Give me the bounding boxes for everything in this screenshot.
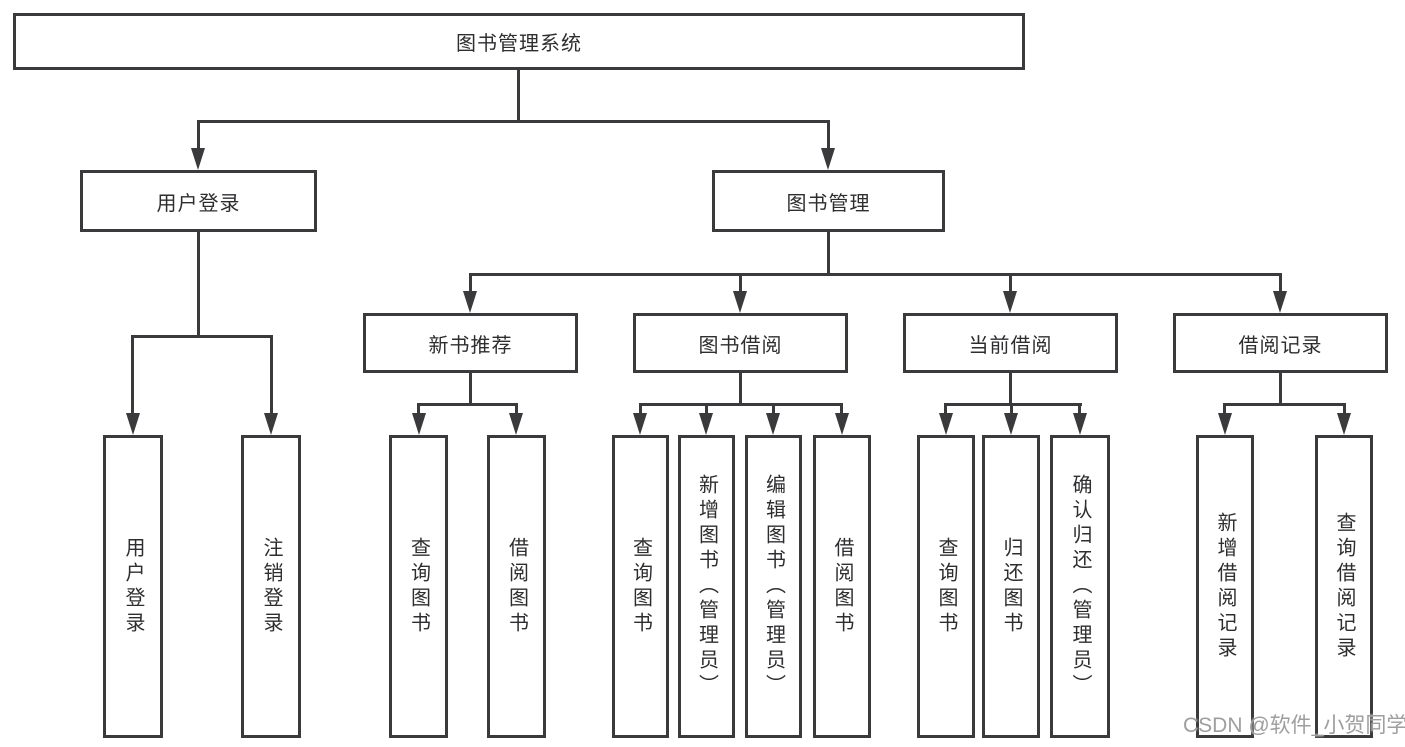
leaf-user-login: 用户登录 xyxy=(103,435,163,738)
connector-drop xyxy=(1223,403,1226,415)
node-label: 用户登录 xyxy=(122,536,144,637)
connector-root-trunk xyxy=(517,70,520,120)
arrow-leaf-add-book-admin xyxy=(699,413,713,435)
node-label: 借阅图书 xyxy=(505,536,528,637)
connector-recommend-trunk xyxy=(469,373,472,403)
arrow-leaf-borrow-books-recommend xyxy=(509,413,523,435)
connector-drop-new-book xyxy=(469,273,472,293)
node-book-management: 图书管理 xyxy=(712,170,945,232)
arrow-leaf-query-books-borrowing xyxy=(633,413,647,435)
connector-user-login-bar xyxy=(131,335,273,338)
node-label: 查询图书 xyxy=(935,536,957,637)
connector-drop xyxy=(944,403,947,415)
connector-drop xyxy=(515,403,518,415)
connector-recommend-bar xyxy=(417,403,518,406)
node-book-borrowing: 图书借阅 xyxy=(633,313,848,373)
leaf-borrow-books-recommend: 借阅图书 xyxy=(487,435,546,738)
node-label: 用户登录 xyxy=(156,192,241,215)
leaf-add-borrow-record: 新增借阅记录 xyxy=(1196,435,1254,738)
csdn-watermark: CSDN @软件_小贺同学 xyxy=(1183,714,1405,737)
connector-drop-borrowing-records xyxy=(1279,273,1282,293)
connector-drop xyxy=(1343,403,1346,415)
node-label: 编辑图书（管理员） xyxy=(762,474,785,699)
connector-drop-user-login xyxy=(197,120,200,150)
node-label: 查询图书 xyxy=(629,536,652,637)
leaf-logout: 注销登录 xyxy=(241,435,301,738)
connector-book-mgmt-trunk xyxy=(827,232,830,273)
connector-drop xyxy=(639,403,642,415)
connector-user-login-trunk xyxy=(197,232,200,335)
node-label: 图书借阅 xyxy=(698,334,783,357)
connector-drop-book-management xyxy=(827,120,830,150)
node-library-management-system: 图书管理系统 xyxy=(13,13,1025,70)
connector-drop xyxy=(417,403,420,415)
node-label: 查询借阅记录 xyxy=(1333,511,1355,662)
node-label: 图书管理 xyxy=(786,192,871,215)
node-label: 当前借阅 xyxy=(968,334,1053,357)
connector-drop-leaf-logout xyxy=(270,335,273,415)
arrow-leaf-confirm-return-admin xyxy=(1073,413,1087,435)
leaf-confirm-return-admin: 确认归还（管理员） xyxy=(1050,435,1110,738)
node-label: 借阅记录 xyxy=(1238,334,1323,357)
node-new-book-recommend: 新书推荐 xyxy=(363,313,578,373)
connector-records-trunk xyxy=(1279,373,1282,403)
connector-records-bar xyxy=(1223,403,1346,406)
connector-current-bar xyxy=(944,403,1082,406)
leaf-add-book-admin: 新增图书（管理员） xyxy=(678,435,735,738)
arrow-leaf-query-books-recommend xyxy=(412,413,426,435)
arrow-leaf-query-borrow-record xyxy=(1337,413,1351,435)
node-user-login: 用户登录 xyxy=(80,170,317,232)
arrow-book-management xyxy=(821,148,835,170)
arrow-leaf-user-login xyxy=(126,413,140,435)
connector-drop xyxy=(1078,403,1081,415)
node-label: 查询图书 xyxy=(407,536,430,637)
arrow-user-login xyxy=(191,148,205,170)
connector-book-mgmt-bar xyxy=(469,273,1282,276)
leaf-query-books-current: 查询图书 xyxy=(917,435,975,738)
arrow-leaf-return-books xyxy=(1004,413,1018,435)
connector-borrowing-bar xyxy=(639,403,843,406)
node-label: 新增借阅记录 xyxy=(1214,511,1236,662)
connector-drop xyxy=(772,403,775,415)
node-borrowing-records: 借阅记录 xyxy=(1173,313,1388,373)
node-label: 注销登录 xyxy=(260,536,282,637)
connector-drop-book-borrowing xyxy=(739,273,742,293)
connector-current-trunk xyxy=(1009,373,1012,403)
leaf-borrow-books: 借阅图书 xyxy=(813,435,871,738)
leaf-query-borrow-record: 查询借阅记录 xyxy=(1315,435,1373,738)
arrow-book-borrowing xyxy=(733,291,747,313)
node-label: 借阅图书 xyxy=(831,536,853,637)
connector-drop-leaf-user-login xyxy=(131,335,134,415)
node-label: 新增图书（管理员） xyxy=(695,474,718,699)
arrow-borrowing-records xyxy=(1273,291,1287,313)
connector-drop xyxy=(705,403,708,415)
arrow-leaf-query-books-current xyxy=(939,413,953,435)
arrow-leaf-edit-book-admin xyxy=(766,413,780,435)
connector-drop-current-borrowing xyxy=(1009,273,1012,293)
leaf-query-books-recommend: 查询图书 xyxy=(389,435,448,738)
node-label: 图书管理系统 xyxy=(456,33,582,55)
connector-drop xyxy=(1010,403,1013,415)
connector-drop xyxy=(840,403,843,415)
node-label: 新书推荐 xyxy=(428,334,513,357)
connector-root-bar xyxy=(197,120,830,123)
arrow-current-borrowing xyxy=(1003,291,1017,313)
leaf-return-books: 归还图书 xyxy=(982,435,1040,738)
leaf-edit-book-admin: 编辑图书（管理员） xyxy=(745,435,802,738)
node-current-borrowing: 当前借阅 xyxy=(903,313,1118,373)
leaf-query-books-borrowing: 查询图书 xyxy=(612,435,669,738)
node-label: 归还图书 xyxy=(1000,536,1022,637)
arrow-leaf-add-borrow-record xyxy=(1218,413,1232,435)
node-label: 确认归还（管理员） xyxy=(1069,474,1091,699)
arrow-new-book-recommend xyxy=(463,291,477,313)
connector-borrowing-trunk xyxy=(739,373,742,403)
arrow-leaf-logout xyxy=(264,413,278,435)
arrow-leaf-borrow-books xyxy=(835,413,849,435)
